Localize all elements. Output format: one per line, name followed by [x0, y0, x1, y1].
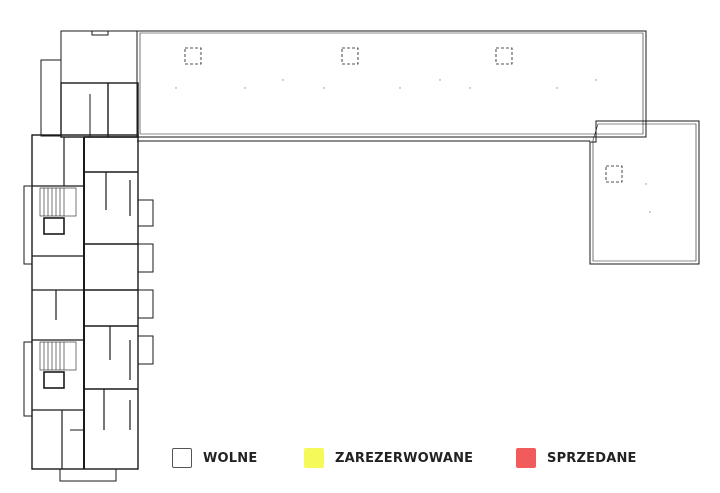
- stairwells: [39, 187, 77, 389]
- building-outline: [23, 30, 700, 482]
- roof-terrace-right: [589, 120, 700, 265]
- roof-dots: [175, 79, 651, 213]
- roof-terrace-main: [136, 30, 647, 138]
- legend-label-zarezerwowane: ZAREZERWOWANE: [335, 450, 474, 466]
- roof-terrace-right-inner: [592, 123, 697, 262]
- roof-vents: [184, 47, 623, 183]
- legend-wolne: WOLNE: [172, 446, 257, 470]
- legend-swatch-sprzedane: [516, 448, 536, 468]
- legend-swatch-zarezerwowane: [304, 448, 324, 468]
- legend-label-wolne: WOLNE: [203, 450, 258, 466]
- legend-sprzedane: SPRZEDANE: [516, 446, 637, 470]
- legend-label-sprzedane: SPRZEDANE: [547, 450, 637, 466]
- legend-swatch-wolne: [172, 448, 192, 468]
- legend-zarezerwowane: ZAREZERWOWANE: [304, 446, 473, 470]
- interior-walls: [32, 83, 138, 469]
- roof-terrace-edge: [139, 32, 644, 135]
- top-block: [60, 30, 138, 84]
